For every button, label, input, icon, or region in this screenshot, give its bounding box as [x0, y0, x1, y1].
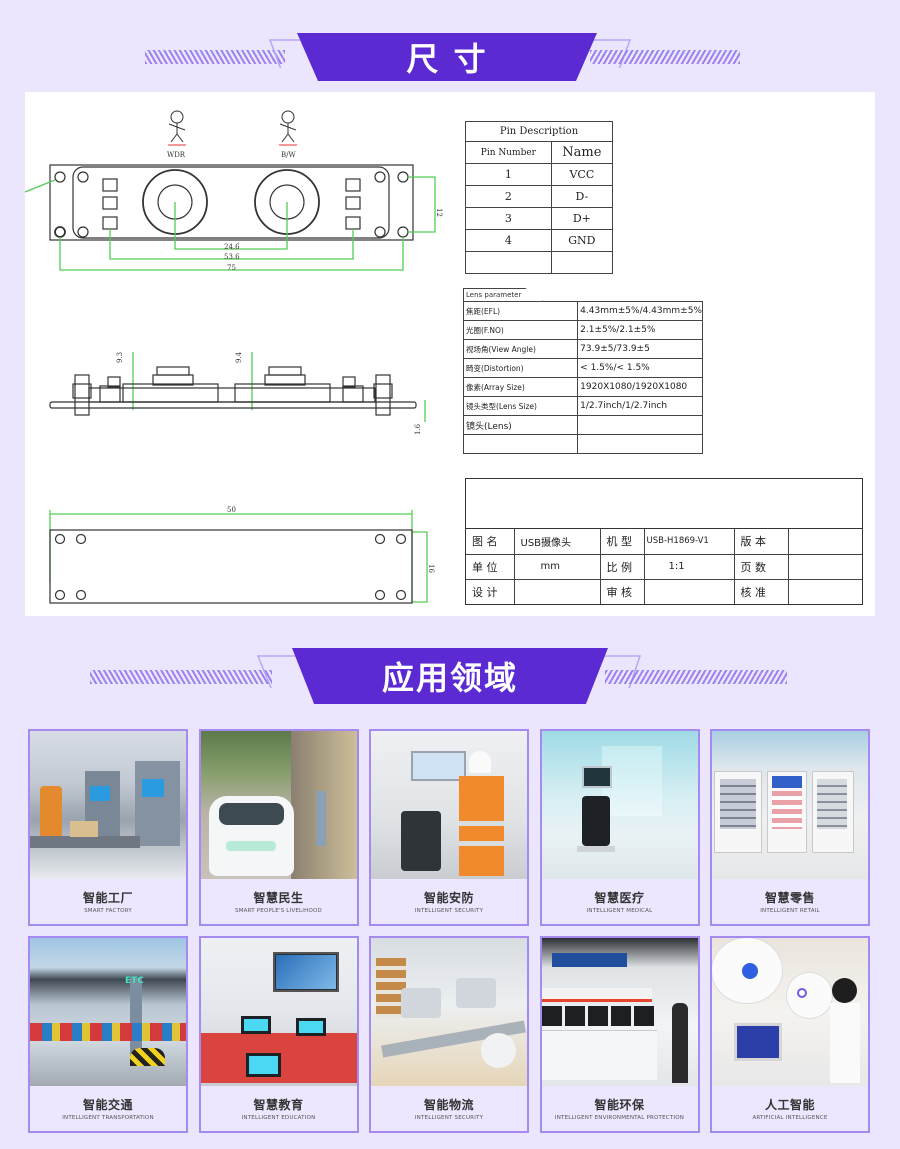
sensor-orientation-icon	[168, 110, 297, 143]
application-card-intelligent-security[interactable]: 智能安防 INTELLIGENT SECURITY	[369, 729, 529, 926]
pin-table-header: Name	[550, 141, 614, 164]
svg-text:12: 12	[435, 208, 443, 217]
card-title: 人工智能	[764, 1098, 815, 1112]
label-wdr: WDR	[167, 151, 186, 159]
svg-text:53.6: 53.6	[224, 253, 240, 261]
lens-parameter-table: Lens parameter 焦距(EFL)4.43mm±5%/4.43mm±5…	[462, 288, 703, 454]
card-title: 智慧民生	[253, 891, 304, 905]
card-caption: 智能安防 INTELLIGENT SECURITY	[371, 879, 527, 924]
decorative-stripes-right	[590, 50, 740, 64]
factory-scene-image	[30, 731, 186, 879]
card-subtitle: INTELLIGENT TRANSPORTATION	[62, 1115, 154, 1121]
card-caption: 智慧医疗 INTELLIGENT MEDICAL	[542, 879, 698, 924]
card-title: 智能物流	[423, 1098, 474, 1112]
card-subtitle: INTELLIGENT SECURITY	[414, 1115, 484, 1121]
section-header-size: 尺 寸	[0, 28, 900, 88]
table-row	[465, 251, 614, 274]
card-caption: 智能物流 INTELLIGENT SECURITY	[371, 1086, 527, 1131]
card-caption: 智能交通 INTELLIGENT TRANSPORTATION	[30, 1086, 186, 1131]
table-row: 像素(Array Size)1920X1080/1920X1080	[462, 377, 703, 397]
dimension-drawing: WDR B/W 24.6 53.6 75 12 9.3 9.4 1.6 50 1…	[25, 92, 875, 616]
application-grid: 智能工厂 SMART FACTORY 智慧民生 SMART PEOPLE'S L…	[28, 729, 872, 1133]
vending-scene-image	[712, 731, 868, 879]
card-subtitle: SMART PEOPLE'S LIVELIHOOD	[235, 908, 322, 914]
card-subtitle: INTELLIGENT ENVIRONMENTAL PROTECTION	[554, 1115, 685, 1121]
table-row: 单 位 mm 比 例 1:1 页 数	[466, 553, 862, 580]
svg-text:9.3: 9.3	[116, 352, 124, 363]
card-subtitle: INTELLIGENT SECURITY	[414, 908, 484, 914]
svg-text:50: 50	[227, 506, 236, 514]
ev-charging-scene-image	[200, 731, 357, 879]
table-row: 镜头类型(Lens Size)1/2.7inch/1/2.7inch	[462, 396, 703, 416]
card-title: 智能工厂	[82, 891, 133, 905]
application-card-intelligent-transportation[interactable]: ETC 智能交通 INTELLIGENT TRANSPORTATION	[28, 936, 188, 1133]
application-card-intelligent-logistics[interactable]: 智能物流 INTELLIGENT SECURITY	[369, 936, 529, 1133]
card-subtitle: INTELLIGENT MEDICAL	[586, 908, 653, 914]
application-card-artificial-intelligence[interactable]: 人工智能 ARTIFICIAL INTELLIGENCE	[710, 936, 870, 1133]
recycling-scene-image	[541, 938, 698, 1086]
card-subtitle: INTELLIGENT EDUCATION	[241, 1115, 316, 1121]
card-title: 智能环保	[594, 1098, 645, 1112]
table-row: 光圈(F.NO)2.1±5%/2.1±5%	[462, 320, 703, 340]
table-row: 设 计 审 核 核 准	[466, 578, 862, 604]
card-title: 智慧医疗	[594, 891, 645, 905]
application-card-intelligent-education[interactable]: 智慧教育 INTELLIGENT EDUCATION	[198, 936, 359, 1133]
card-title: 智慧零售	[764, 891, 815, 905]
card-caption: 智慧零售 INTELLIGENT RETAIL	[712, 879, 868, 924]
card-subtitle: ARTIFICIAL INTELLIGENCE	[752, 1115, 828, 1121]
label-bw: B/W	[281, 151, 297, 159]
application-card-smart-livelihood[interactable]: 智慧民生 SMART PEOPLE'S LIVELIHOOD	[198, 729, 359, 926]
section-title-application: 应用领域	[381, 659, 518, 697]
table-row: 视场角(View Angle)73.9±5/73.9±5	[462, 339, 703, 359]
table-row: 畸变(Distortion)< 1.5%/< 1.5%	[462, 358, 703, 378]
card-caption: 人工智能 ARTIFICIAL INTELLIGENCE	[712, 1086, 868, 1131]
svg-text:24.6: 24.6	[224, 243, 240, 251]
table-row	[462, 434, 703, 454]
card-caption: 智能环保 INTELLIGENT ENVIRONMENTAL PROTECTIO…	[542, 1086, 698, 1131]
title-block-header	[466, 479, 862, 529]
svg-text:1.6: 1.6	[414, 423, 422, 435]
decorative-stripes-right	[605, 670, 787, 684]
card-subtitle: INTELLIGENT RETAIL	[760, 908, 820, 914]
logistics-scene-image	[371, 938, 527, 1086]
svg-text:16: 16	[427, 564, 435, 573]
card-caption: 智慧民生 SMART PEOPLE'S LIVELIHOOD	[201, 879, 357, 924]
card-subtitle: SMART FACTORY	[84, 908, 132, 914]
decorative-stripes-left	[145, 50, 285, 64]
banner-plate: 应用领域	[292, 648, 608, 704]
application-card-intelligent-medical[interactable]: 智慧医疗 INTELLIGENT MEDICAL	[539, 729, 700, 926]
drawing-title-block: 图 名 USB摄像头 机 型 USB-H1869-V1 版 本 单 位 mm 比…	[465, 478, 863, 605]
classroom-scene-image	[200, 938, 357, 1086]
card-title: 智慧教育	[253, 1098, 304, 1112]
decorative-stripes-left	[90, 670, 272, 684]
card-title: 智能安防	[423, 891, 474, 905]
section-title-size: 尺 寸	[406, 40, 488, 78]
robots-scene-image	[712, 938, 868, 1086]
application-card-environmental-protection[interactable]: 智能环保 INTELLIGENT ENVIRONMENTAL PROTECTIO…	[539, 936, 700, 1133]
section-header-application: 应用领域	[0, 648, 900, 708]
pin-table-header: Pin Number	[465, 141, 552, 164]
svg-text:9.4: 9.4	[235, 351, 243, 363]
card-title: 智能交通	[82, 1098, 133, 1112]
application-card-smart-factory[interactable]: 智能工厂 SMART FACTORY	[28, 729, 188, 926]
lens-table-title: Lens parameter	[463, 288, 543, 301]
banner-plate: 尺 寸	[297, 33, 597, 81]
card-caption: 智慧教育 INTELLIGENT EDUCATION	[201, 1086, 357, 1131]
application-card-intelligent-retail[interactable]: 智慧零售 INTELLIGENT RETAIL	[710, 729, 870, 926]
pin-table-title: Pin Description	[465, 121, 613, 142]
card-caption: 智能工厂 SMART FACTORY	[30, 879, 186, 924]
camera-module-outline: WDR B/W 24.6 53.6 75 12 9.3 9.4 1.6 50 1…	[25, 110, 443, 604]
svg-text:75: 75	[227, 264, 236, 272]
table-row: 镜头(Lens)	[462, 415, 703, 435]
etc-toll-scene-image: ETC	[30, 938, 186, 1086]
table-row: 图 名 USB摄像头 机 型 USB-H1869-V1 版 本	[466, 529, 862, 555]
hospital-scene-image	[541, 731, 698, 879]
control-room-scene-image	[371, 731, 527, 879]
table-row: 焦距(EFL)4.43mm±5%/4.43mm±5%	[462, 301, 703, 321]
